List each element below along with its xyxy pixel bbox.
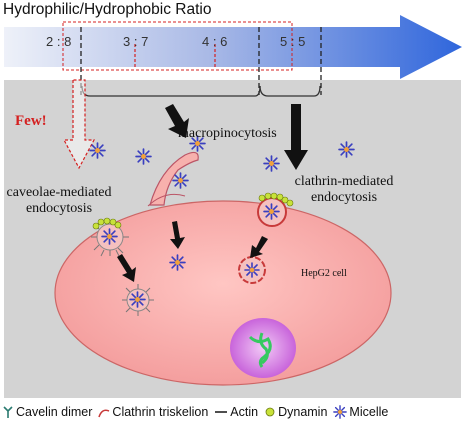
ratio-label-2-8: 2 : 8 (46, 34, 72, 49)
clathrin-arrow (284, 104, 308, 170)
ratio-label-5-5: 5 : 5 (280, 34, 306, 49)
ratio-label-3-7: 3 : 7 (123, 34, 149, 49)
internal-arrows (117, 221, 268, 282)
dna-icon (248, 332, 272, 368)
ratio-highlight-box (62, 21, 293, 71)
legend-item-clathrin: Clathrin triskelion (98, 405, 208, 419)
ratio-arrow (4, 15, 462, 79)
legend: Cavelin dimer Clathrin triskelion Actin … (2, 402, 388, 422)
dynamin-icon (265, 407, 275, 417)
legend-item-actin: Actin (214, 405, 258, 419)
legend-item-dynamin: Dynamin (264, 405, 327, 419)
macropinocytosis-ruffle (149, 151, 199, 206)
cell-label: HepG2 cell (301, 268, 347, 279)
micelle-icon (333, 405, 348, 419)
macropinocytosis-arrow (165, 104, 189, 138)
hepg2-cell (54, 200, 392, 386)
actin-icon (215, 411, 228, 413)
legend-item-micelle: Micelle (333, 405, 388, 419)
few-label: Few! (15, 113, 47, 129)
legend-item-caveolin: Cavelin dimer (2, 405, 92, 419)
few-arrow (62, 79, 96, 170)
ratio-label-4-6: 4 : 6 (202, 34, 228, 49)
macropinocytosis-label: macropinocytosis (178, 126, 277, 141)
diagram-title: Hydrophilic/Hydrophobic Ratio (3, 1, 212, 18)
bracket-clathrin (259, 85, 321, 97)
clathrin-triskelion-icon (98, 409, 110, 418)
caveolin-dimer-icon (3, 406, 13, 418)
